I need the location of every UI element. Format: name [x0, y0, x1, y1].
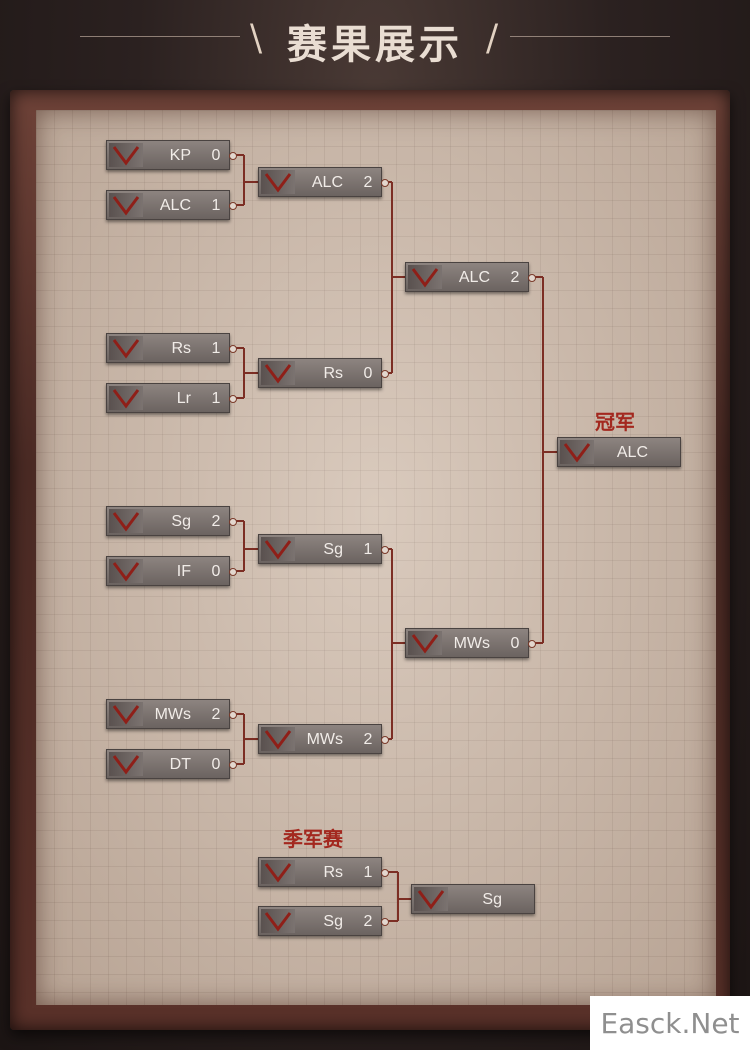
team-name: Sg	[171, 513, 191, 530]
team-name: Sg	[323, 913, 343, 930]
team-logo-icon	[261, 537, 295, 561]
third-place-winner-box[interactable]: Sg	[411, 884, 535, 914]
match-box[interactable]: Sg 2	[106, 506, 237, 536]
match-box[interactable]: MWs 2	[106, 699, 237, 729]
match-box[interactable]: Rs 1	[106, 333, 237, 363]
team-score: 2	[211, 706, 221, 723]
team-name: ALC	[458, 269, 490, 286]
match-box[interactable]: Rs 0	[258, 358, 389, 388]
team-logo-icon	[109, 143, 143, 167]
third-place-label: 季军赛	[283, 827, 343, 851]
team-name: Rs	[171, 340, 191, 357]
connector-node	[381, 736, 389, 744]
team-logo-icon	[109, 559, 143, 583]
connector-node	[229, 568, 237, 576]
team-score: 1	[363, 541, 373, 558]
connector-node	[229, 711, 237, 719]
match-box[interactable]: Sg 2	[258, 906, 389, 936]
champion-label: 冠军	[595, 410, 635, 434]
connector-node	[229, 395, 237, 403]
team-score: 1	[211, 390, 221, 407]
match-box[interactable]: MWs 0	[405, 628, 536, 658]
team-logo-icon	[261, 727, 295, 751]
match-box[interactable]: DT 0	[106, 749, 237, 779]
team-score: 0	[211, 147, 221, 164]
match-box[interactable]: Sg 1	[258, 534, 389, 564]
team-name: IF	[176, 563, 191, 580]
team-name: DT	[169, 756, 191, 773]
team-name: ALC	[159, 197, 191, 214]
team-score: 2	[211, 513, 221, 530]
team-score: 1	[363, 864, 373, 881]
team-name: Sg	[482, 891, 502, 908]
connector-node	[229, 345, 237, 353]
team-logo-icon	[109, 193, 143, 217]
connector-node	[381, 546, 389, 554]
team-logo-icon	[109, 509, 143, 533]
team-name: ALC	[616, 444, 648, 461]
team-logo-icon	[414, 887, 448, 911]
team-score: 0	[211, 563, 221, 580]
match-box[interactable]: ALC 2	[258, 167, 389, 197]
team-score: 1	[211, 340, 221, 357]
connector-node	[381, 179, 389, 187]
team-score: 2	[363, 174, 373, 191]
match-box[interactable]: ALC 2	[405, 262, 536, 292]
connector-node	[381, 869, 389, 877]
team-name: KP	[169, 147, 191, 164]
connector-node	[528, 274, 536, 282]
match-box[interactable]: Rs 1	[258, 857, 389, 887]
team-name: Rs	[323, 365, 343, 382]
match-box[interactable]: MWs 2	[258, 724, 389, 754]
team-logo-icon	[560, 440, 594, 464]
champion-box[interactable]: ALC	[557, 437, 681, 467]
header-left-line	[80, 36, 240, 37]
team-score: 2	[363, 913, 373, 930]
right-flourish: /	[486, 18, 499, 59]
watermark: Easck.Net	[590, 996, 750, 1050]
team-logo-icon	[261, 909, 295, 933]
team-name: Sg	[323, 541, 343, 558]
team-logo-icon	[109, 752, 143, 776]
team-name: MWs	[453, 635, 490, 652]
header: \ / 赛果展示	[0, 0, 750, 80]
team-score: 2	[363, 731, 373, 748]
team-logo-icon	[261, 170, 295, 194]
connector-node	[229, 152, 237, 160]
connector-node	[229, 202, 237, 210]
page-title: 赛果展示	[287, 21, 463, 68]
match-box[interactable]: KP 0	[106, 140, 237, 170]
team-score: 0	[211, 756, 221, 773]
team-logo-icon	[261, 860, 295, 884]
team-name: Rs	[323, 864, 343, 881]
match-box[interactable]: IF 0	[106, 556, 237, 586]
team-score: 0	[510, 635, 520, 652]
team-name: ALC	[311, 174, 343, 191]
team-logo-icon	[261, 361, 295, 385]
connector-node	[229, 518, 237, 526]
match-box[interactable]: Lr 1	[106, 383, 237, 413]
connector-node	[381, 370, 389, 378]
team-logo-icon	[109, 386, 143, 410]
team-logo-icon	[109, 702, 143, 726]
match-box[interactable]: ALC 1	[106, 190, 237, 220]
left-flourish: \	[250, 18, 263, 59]
team-logo-icon	[408, 631, 442, 655]
team-score: 2	[510, 269, 520, 286]
header-right-line	[510, 36, 670, 37]
team-name: Lr	[176, 390, 191, 407]
connector-node	[229, 761, 237, 769]
team-score: 1	[211, 197, 221, 214]
team-name: MWs	[306, 731, 343, 748]
team-score: 0	[363, 365, 373, 382]
connector-node	[381, 918, 389, 926]
team-logo-icon	[109, 336, 143, 360]
connector-node	[528, 640, 536, 648]
team-logo-icon	[408, 265, 442, 289]
team-name: MWs	[154, 706, 191, 723]
